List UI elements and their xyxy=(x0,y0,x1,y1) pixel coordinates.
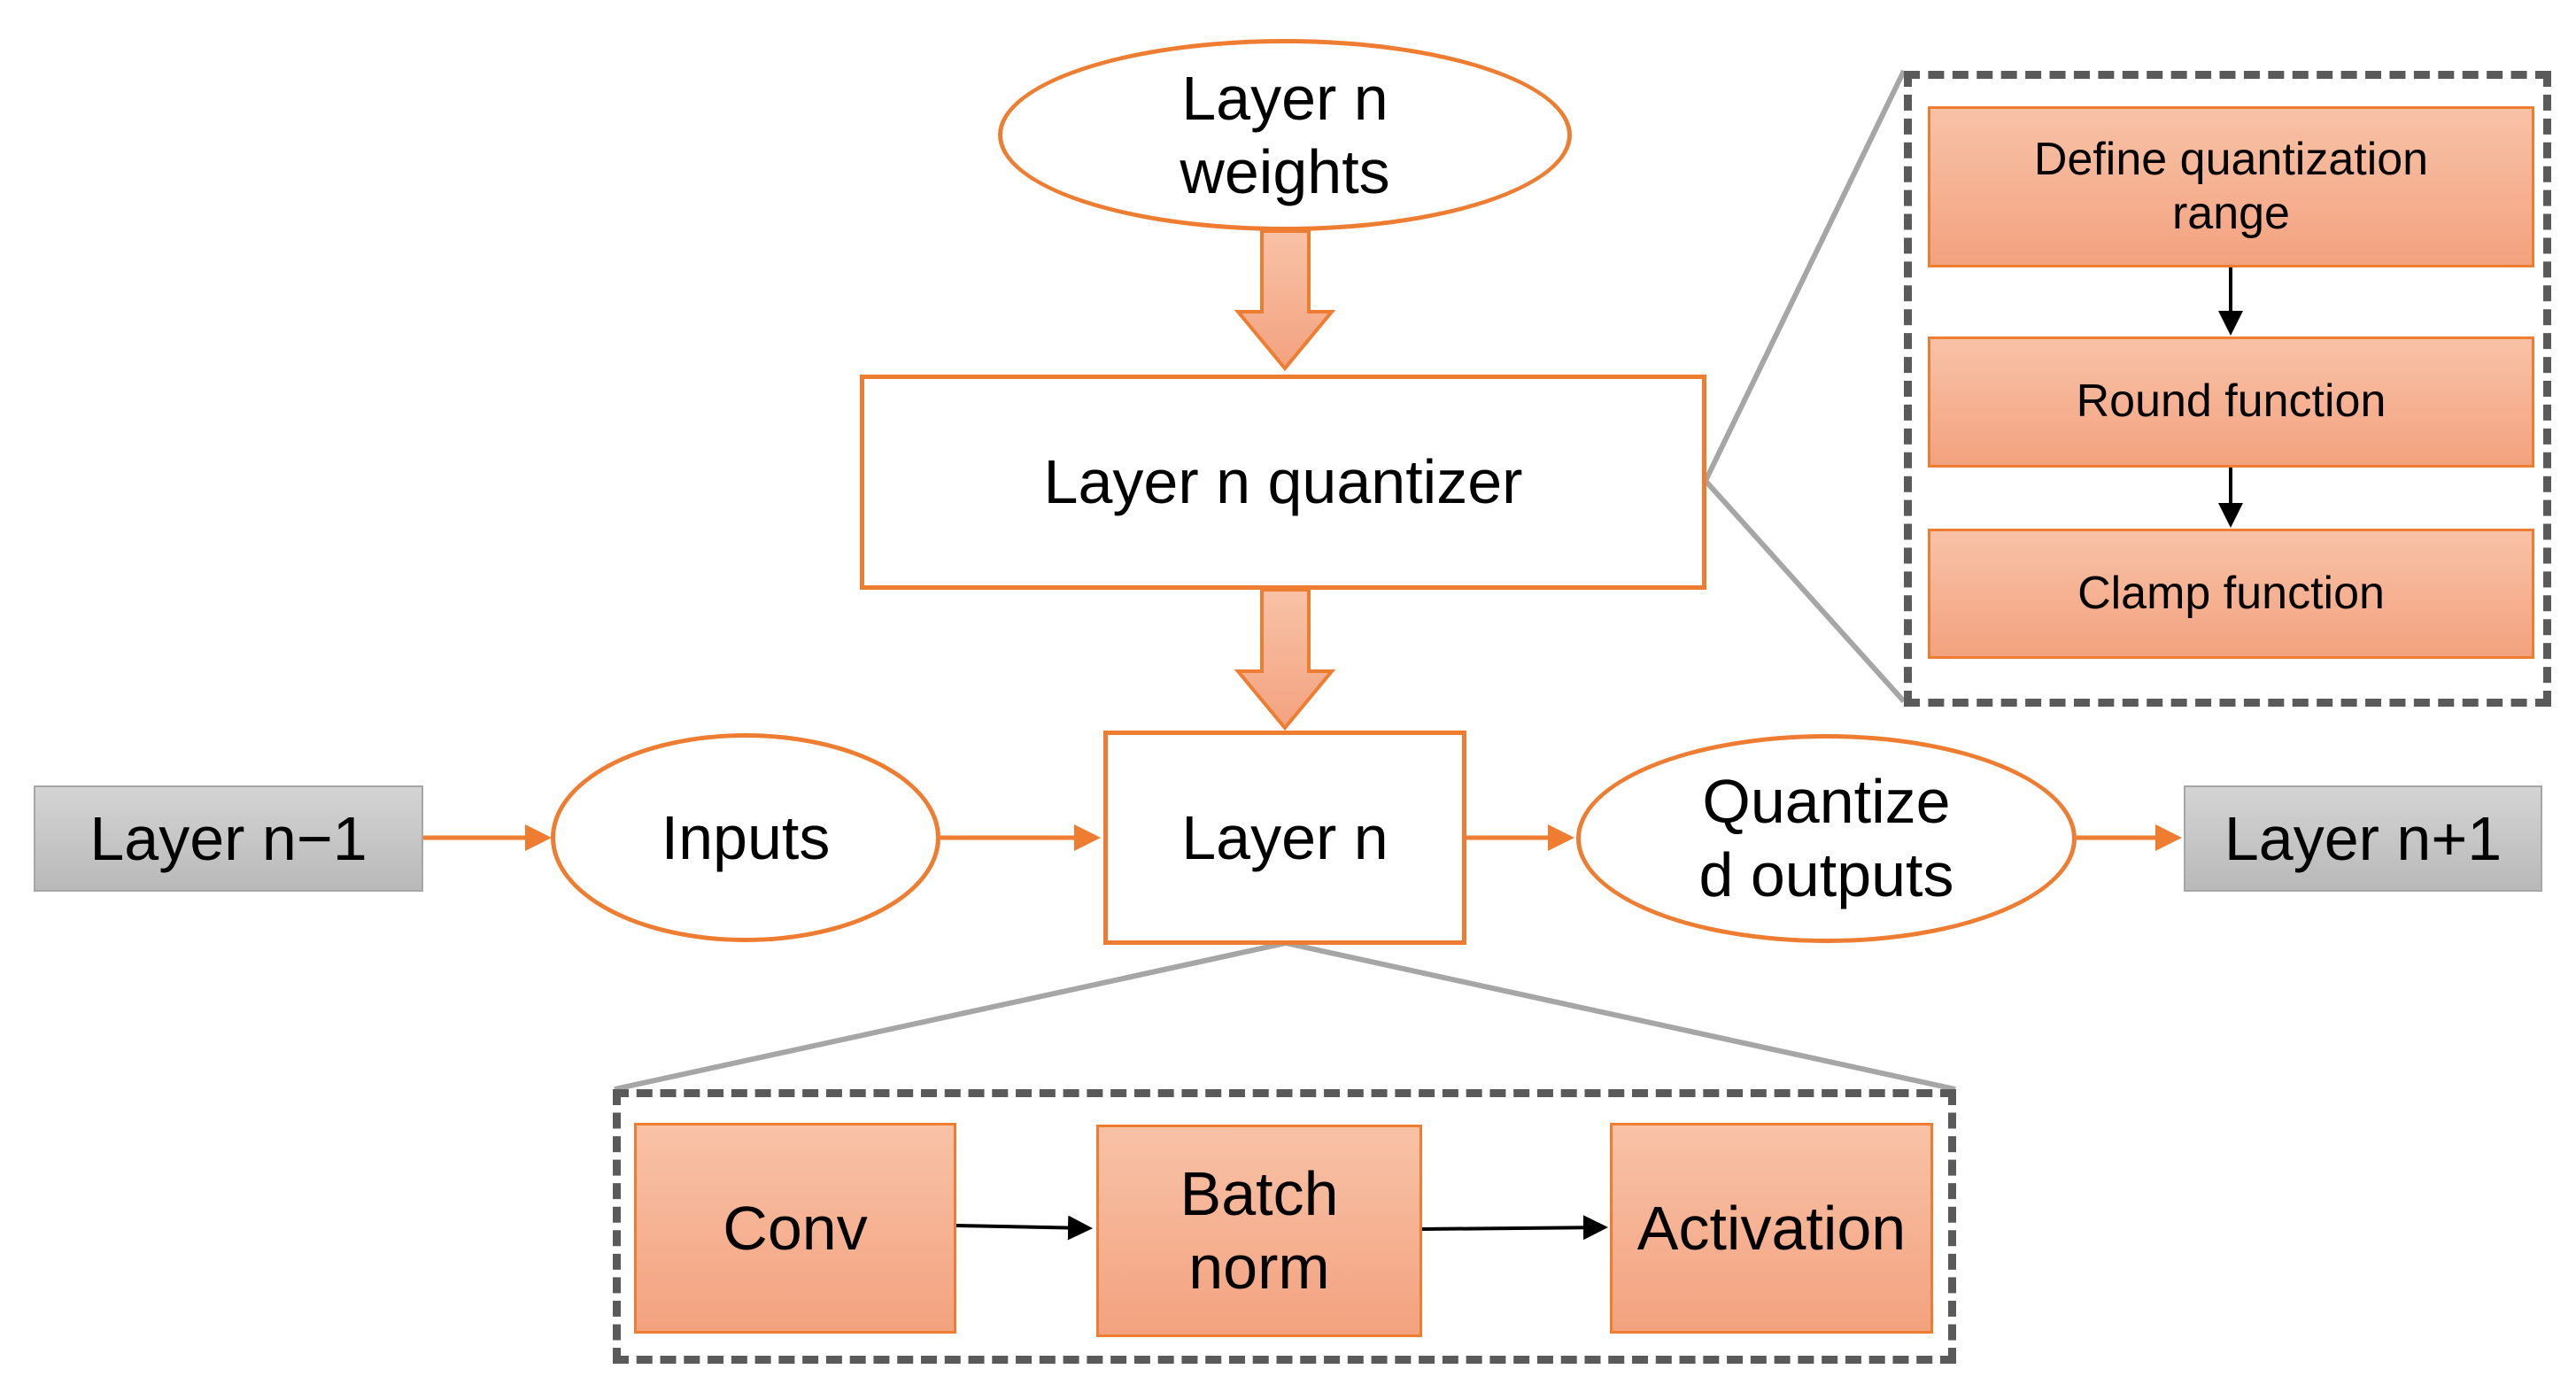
layer-next-label: Layer n+1 xyxy=(2224,803,2503,873)
outputs-node: Quantize d outputs xyxy=(1576,734,2077,943)
activation-label: Activation xyxy=(1636,1193,1907,1263)
layer-n-label: Layer n xyxy=(1181,802,1389,872)
inputs-label: Inputs xyxy=(661,802,831,872)
clamp-function-block: Clamp function xyxy=(1928,529,2534,659)
define-range-label: Define quantization range xyxy=(2033,133,2429,239)
block-arrow-weights-to-quantizer xyxy=(1234,229,1336,372)
layer-n-node: Layer n xyxy=(1103,731,1466,945)
arrow-conv-to-bn xyxy=(955,1215,1093,1241)
weights-node: Layer n weights xyxy=(998,39,1572,231)
callout-line-layer-left xyxy=(614,940,1287,1092)
layer-prev-node: Layer n−1 xyxy=(34,785,423,892)
batch-norm-block: Batch norm xyxy=(1096,1125,1422,1337)
conv-block: Conv xyxy=(634,1123,956,1334)
define-range-block: Define quantization range xyxy=(1928,106,2534,267)
outputs-label: Quantize d outputs xyxy=(1698,767,1954,909)
block-arrow-quantizer-to-layer xyxy=(1234,588,1336,731)
layer-detail-box xyxy=(613,1089,1956,1364)
quantizer-detail-box xyxy=(1904,71,2551,707)
layer-prev-label: Layer n−1 xyxy=(89,803,367,873)
quantizer-label: Layer n quantizer xyxy=(1043,447,1523,517)
clamp-function-label: Clamp function xyxy=(2077,567,2385,619)
round-function-block: Round function xyxy=(1928,336,2534,468)
activation-block: Activation xyxy=(1610,1123,1933,1334)
callout-line-quantizer-bottom xyxy=(1703,478,1907,704)
batch-norm-label: Batch norm xyxy=(1180,1159,1339,1302)
quantizer-node: Layer n quantizer xyxy=(860,375,1706,590)
arrow-bn-to-activation xyxy=(1421,1215,1608,1241)
inputs-node: Inputs xyxy=(551,733,940,942)
callout-line-layer-right xyxy=(1285,940,1956,1092)
callout-line-quantizer-top xyxy=(1703,69,1907,483)
weights-label: Layer n weights xyxy=(1180,63,1390,206)
round-function-label: Round function xyxy=(2076,375,2386,428)
layer-next-node: Layer n+1 xyxy=(2184,785,2542,892)
conv-label: Conv xyxy=(723,1193,868,1263)
